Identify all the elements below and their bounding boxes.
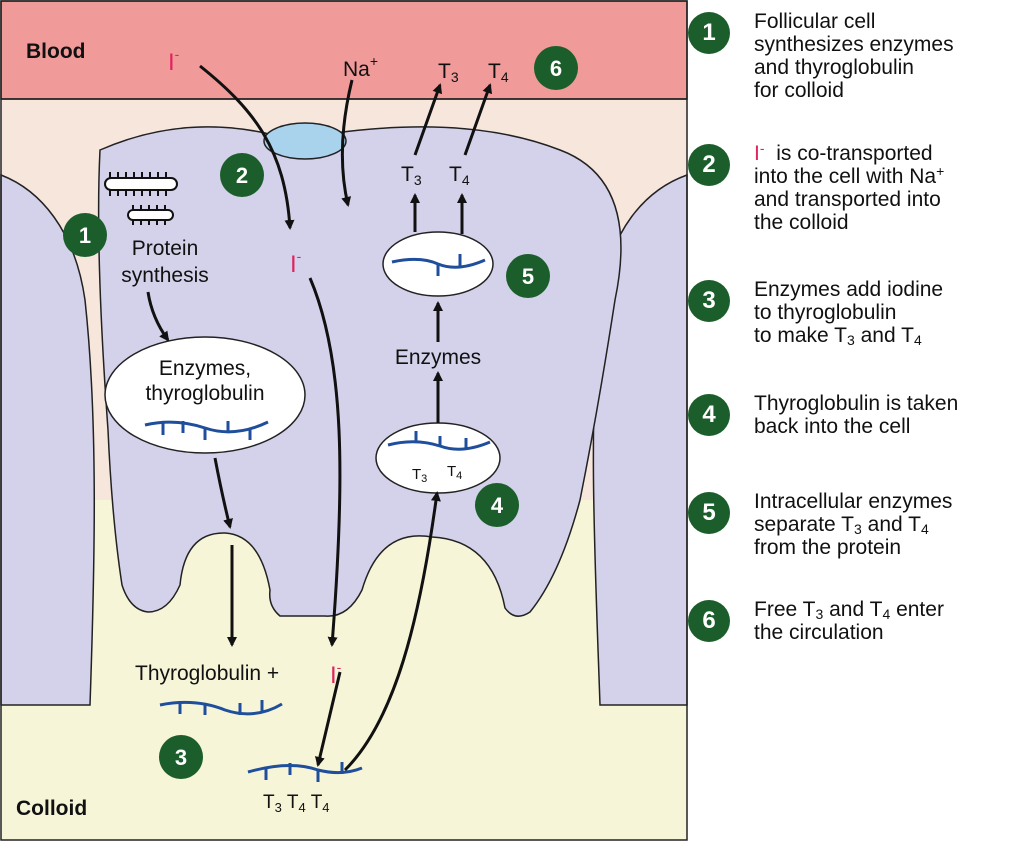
arrow-endocytosis xyxy=(343,491,441,772)
legend: 1 Follicular cell synthesizes enzymes an… xyxy=(688,0,1024,841)
t3-blood-label: T3 xyxy=(438,60,459,85)
step-badge-2: 2 xyxy=(220,153,264,197)
svg-text:3: 3 xyxy=(175,745,187,770)
legend-text-2: I- is co-transported into the cell with … xyxy=(754,140,945,234)
legend-badge-5: 5 xyxy=(688,492,730,534)
legend-text-4: Thyroglobulin is taken back into the cel… xyxy=(754,392,959,438)
t4-cell-label: T4 xyxy=(449,163,470,188)
colloid-thyroglobulin-strand-icon xyxy=(159,700,283,716)
t4-blood-label: T4 xyxy=(488,60,509,85)
blood-label: Blood xyxy=(26,40,85,63)
step-badge-6: 6 xyxy=(534,46,578,90)
t4-vesicle-label: T4 xyxy=(447,463,462,482)
arrow-iodide-into-cell xyxy=(199,64,295,230)
legend-badge-1: 1 xyxy=(688,12,730,54)
legend-text-3: Enzymes add iodine to thyroglobulin to m… xyxy=(754,278,944,348)
legend-text-6: Free T3 and T4 enter the circulation xyxy=(754,598,944,644)
vesicle-label-1: Enzymes, xyxy=(159,357,251,380)
legend-text-5: Intracellular enzymes separate T3 and T4… xyxy=(754,490,953,559)
endocytic-strand-icon xyxy=(387,431,491,451)
thyroglobulin-strand-icon xyxy=(144,420,269,440)
iodide-cell-label: I- xyxy=(290,248,302,278)
thyroid-hormone-diagram: Blood Colloid I- Na+ T3 T4 I- T3 T4 Prot… xyxy=(0,0,688,841)
arrow-t4-to-blood xyxy=(463,83,493,156)
arrow-iodination xyxy=(315,671,342,767)
hormone-strand-upper-icon xyxy=(391,254,486,276)
endocytic-vesicle xyxy=(375,422,501,494)
iodide-colloid-label: I- xyxy=(330,659,342,689)
sodium-label: Na+ xyxy=(343,53,378,81)
svg-text:1: 1 xyxy=(79,223,91,248)
iodinated-strand-icon xyxy=(247,762,363,782)
t3-cell-label: T3 xyxy=(401,163,422,188)
protein-synthesis-label-2: synthesis xyxy=(121,264,209,287)
svg-text:4: 4 xyxy=(491,493,504,518)
enzymes-label: Enzymes xyxy=(395,346,481,369)
arrow-sodium-into-cell xyxy=(340,79,354,207)
t3-vesicle-label: T3 xyxy=(412,466,427,485)
left-neighbor-cell xyxy=(0,173,96,706)
blood-region xyxy=(0,0,688,100)
legend-badge-2: 2 xyxy=(688,144,730,186)
step-badge-5: 5 xyxy=(506,254,550,298)
iodide-blood-label: I- xyxy=(168,46,180,76)
step-badge-1: 1 xyxy=(63,213,107,257)
step-badge-3: 3 xyxy=(159,735,203,779)
legend-badge-3: 3 xyxy=(688,280,730,322)
arrow-t3-to-blood xyxy=(413,83,443,156)
legend-text-1: Follicular cell synthesizes enzymes and … xyxy=(754,10,954,102)
svg-text:6: 6 xyxy=(550,56,562,81)
legend-badge-4: 4 xyxy=(688,394,730,436)
legend-badge-6: 6 xyxy=(688,600,730,642)
svg-text:5: 5 xyxy=(522,264,534,289)
sodium-channel xyxy=(263,122,347,160)
protein-synthesis-label-1: Protein xyxy=(132,237,199,260)
arrow-vesicle-to-membrane xyxy=(213,457,233,529)
arrow-protein-to-vesicle xyxy=(146,291,170,342)
step-badge-4: 4 xyxy=(475,483,519,527)
thyroglobulin-plus-label: Thyroglobulin + xyxy=(135,662,279,685)
ribosome-icon xyxy=(104,172,178,225)
arrow-iodide-to-colloid xyxy=(308,277,342,647)
colloid-label: Colloid xyxy=(16,797,87,820)
svg-text:2: 2 xyxy=(236,163,248,188)
vesicle-label-2: thyroglobulin xyxy=(145,382,264,405)
